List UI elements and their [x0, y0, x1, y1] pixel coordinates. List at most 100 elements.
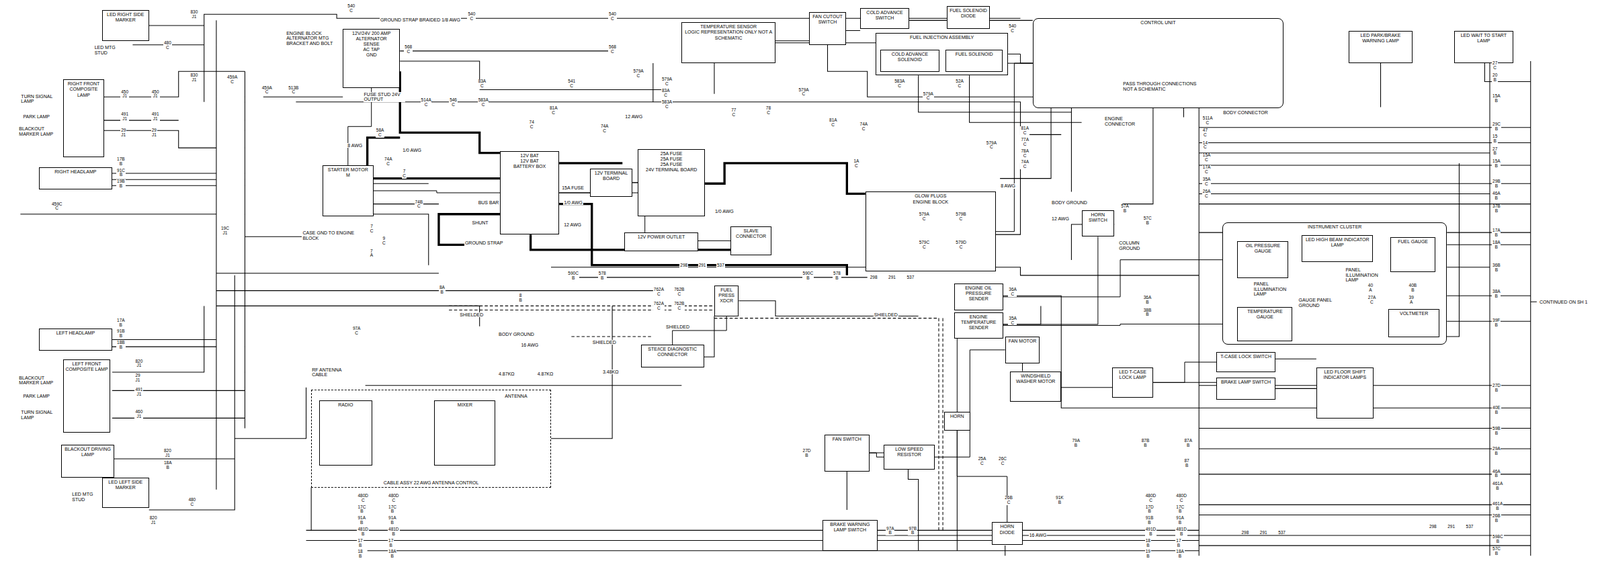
component-label: HORN	[946, 413, 969, 420]
wire-tag: 81A C	[549, 106, 558, 116]
wire-connector	[1153, 362, 1217, 383]
callout-text: 3.48KΩ	[602, 369, 620, 375]
callout-text: SHIELDED	[592, 340, 617, 346]
wire-tag: 298	[1240, 530, 1250, 536]
wire-tag: 78 C	[765, 106, 772, 116]
callout-text: 8 AWG	[999, 183, 1017, 189]
component-box: OIL PRESSURE GAUGE	[1237, 241, 1289, 279]
component-label: FAN CUTOUT SWITCH	[811, 14, 845, 25]
wire-tag: 29A B	[1491, 446, 1501, 457]
wire-tag: 17B B	[116, 157, 126, 167]
wire-tag: 568 C	[608, 45, 617, 55]
callout-text: TURN SIGNAL LAMP	[20, 409, 63, 420]
wire-tag: 87 B	[1183, 458, 1190, 469]
wire-tag: 18 B	[1145, 538, 1152, 549]
wire-tag: 460 J1	[134, 409, 144, 420]
wire-tag: 79A B	[1071, 438, 1080, 449]
wire-tag: 450 J1	[151, 90, 160, 100]
wire-connector	[1007, 53, 1033, 64]
wire-tag: 29C B	[1491, 122, 1502, 132]
component-label: GND	[344, 52, 398, 58]
wire-tag: 83A C	[661, 88, 670, 99]
component-label: STE/ICE DIAGNOSTIC CONNECTOR	[643, 346, 703, 358]
component-box: HORN DIODE	[991, 522, 1023, 545]
wire-connector	[956, 430, 1007, 523]
wire-tag: 18 B	[356, 549, 363, 560]
wire-tag: 537	[1277, 530, 1287, 536]
component-label: LED HIGH BEAM INDICATOR LAMP	[1303, 237, 1371, 248]
wire-connector	[995, 63, 1033, 232]
callout-text: 4.87KΩ	[497, 371, 516, 377]
component-label: RADIO	[321, 402, 371, 408]
component-box: HORN	[944, 411, 971, 431]
wire-tag: 491 J1	[120, 112, 130, 122]
wire-tag: 461A B	[1491, 481, 1504, 492]
component-box: BLACKOUT DRIVING LAMP	[61, 444, 115, 478]
wire-tag: 491 J1	[134, 387, 144, 398]
component-label: T-CASE LOCK SWITCH	[1218, 354, 1274, 360]
component-label: BATTERY BOX	[501, 163, 558, 170]
wire-tag: 97A B	[885, 526, 895, 537]
wire-tag: 820 J1	[163, 448, 173, 459]
wire-tag: 52A C	[954, 79, 964, 89]
wire-tag: 537	[905, 275, 915, 281]
wire-tag: 77A C	[1020, 137, 1029, 148]
callout-text: 1/0 AWG	[714, 208, 735, 215]
wire-tag: 18A B	[1175, 549, 1185, 560]
wire-tag: 511A C	[1202, 116, 1213, 126]
component-label: BLACKOUT DRIVING LAMP	[63, 446, 113, 458]
component-label: OIL PRESSURE GAUGE	[1239, 243, 1287, 255]
callout-text: GAUGE PANEL GROUND	[1298, 297, 1341, 308]
component-label: COLD ADVANCE SOLENOID	[882, 51, 938, 63]
callout-text: 12 AWG	[563, 222, 582, 228]
wire-connector	[1003, 323, 1238, 326]
component-box: TEMPERATURE SENSORLOGIC REPRESENTATION O…	[681, 22, 776, 64]
wire-tag: 583A C	[893, 79, 906, 89]
component-label: M	[324, 172, 372, 179]
wire-connector	[373, 190, 500, 193]
callout-text: PARK LAMP	[22, 114, 51, 120]
callout-text: 12 AWG	[624, 114, 644, 120]
component-label: STARTER MOTOR	[324, 167, 372, 173]
component-label: FUEL SOLENOID DIODE	[948, 8, 988, 19]
component-label: 25A FUSE	[639, 156, 703, 162]
wire-tag: 27 B	[1491, 147, 1498, 157]
component-label: 24V TERMINAL BOARD	[639, 167, 703, 173]
wire-tag: 459A C	[226, 75, 238, 85]
callout-text: GROUND STRAP BRAIDED 1/8 AWG	[379, 17, 461, 23]
component-label: BRAKE LAMP SWITCH	[1218, 379, 1274, 386]
wire-tag: 91C B	[116, 168, 126, 179]
component-label: 12V POWER OUTLET	[626, 234, 696, 240]
wire-tag: 15A B	[1491, 94, 1501, 104]
component-box: BRAKE LAMP SWITCH	[1216, 377, 1276, 400]
wire-tag: 579A C	[661, 77, 673, 87]
wire-tag: 579B C	[954, 212, 967, 222]
component-box: LEFT FRONT COMPOSITE LAMP	[63, 359, 111, 433]
wire-tag: 15A B	[1491, 159, 1501, 169]
wire-tag: 27A C	[1367, 295, 1377, 306]
wire-connector	[672, 316, 727, 346]
wire-tag: 590C B	[567, 271, 580, 281]
wire-tag: 480D C	[1175, 493, 1188, 504]
component-label: FUEL INJECTION ASSEMBLY	[877, 34, 1006, 41]
callout-text: 1/0 AWG	[563, 200, 584, 206]
wire-tag: 38A B	[1491, 289, 1501, 300]
wire-tag: 583A C	[661, 100, 673, 110]
wire-tag: 480D C	[356, 493, 369, 504]
component-label: RIGHT FRONT COMPOSITE LAMP	[65, 81, 103, 98]
wire-tag: 579A C	[918, 212, 931, 222]
wire-tag: 87A B	[1183, 438, 1193, 449]
wire-tag: 298	[869, 275, 879, 281]
wire-tag: 461A B	[1491, 501, 1504, 512]
wire-tag: 450 J1	[120, 90, 130, 100]
wire-tag: 91A B	[387, 516, 397, 526]
component-label: SENSE	[344, 41, 398, 48]
wire-tag: 17 B	[1175, 538, 1182, 549]
wire-tag: 57C B	[1143, 216, 1153, 226]
callout-text: SHIELDED	[873, 312, 899, 318]
callout-text: CONTINUED ON SH 1	[1538, 299, 1589, 306]
callout-text: GROUND STRAP	[464, 240, 504, 246]
wire-tag: 540 C	[1007, 24, 1017, 34]
wire-connector	[934, 350, 1006, 457]
wire-tag: 491 J1	[151, 112, 160, 122]
